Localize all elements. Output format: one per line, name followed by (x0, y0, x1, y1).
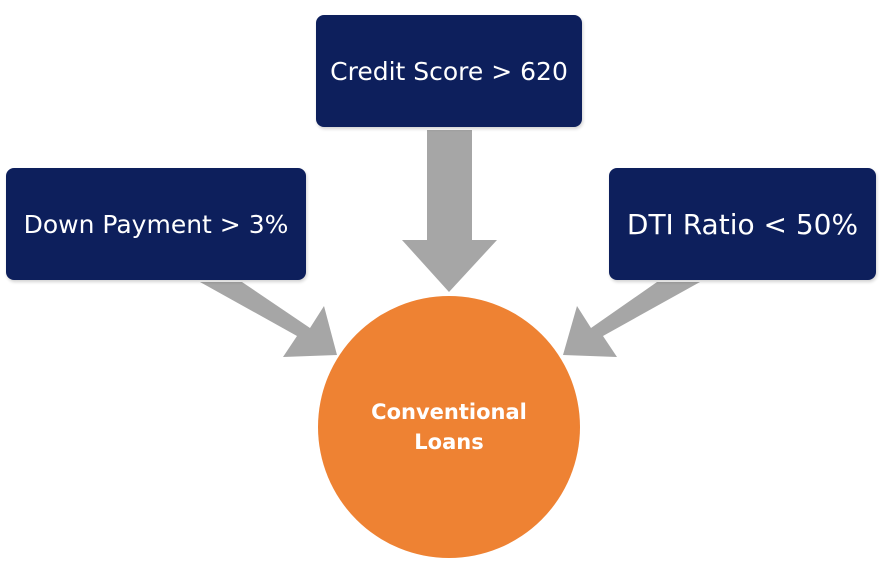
arrow-down-payment-to-loans (200, 282, 337, 357)
conventional-loans-circle: Conventional Loans (318, 296, 580, 558)
dti-ratio-label: DTI Ratio < 50% (626, 207, 859, 241)
down-payment-box: Down Payment > 3% (6, 168, 306, 280)
arrow-dti-to-loans (563, 282, 700, 357)
credit-score-label: Credit Score > 620 (330, 56, 568, 86)
arrow-credit-to-loans (402, 130, 497, 292)
result-line-2: Loans (414, 430, 484, 454)
dti-ratio-box: DTI Ratio < 50% (609, 168, 876, 280)
result-line-1: Conventional (371, 399, 527, 424)
credit-score-box: Credit Score > 620 (316, 15, 582, 127)
down-payment-label: Down Payment > 3% (23, 209, 289, 239)
